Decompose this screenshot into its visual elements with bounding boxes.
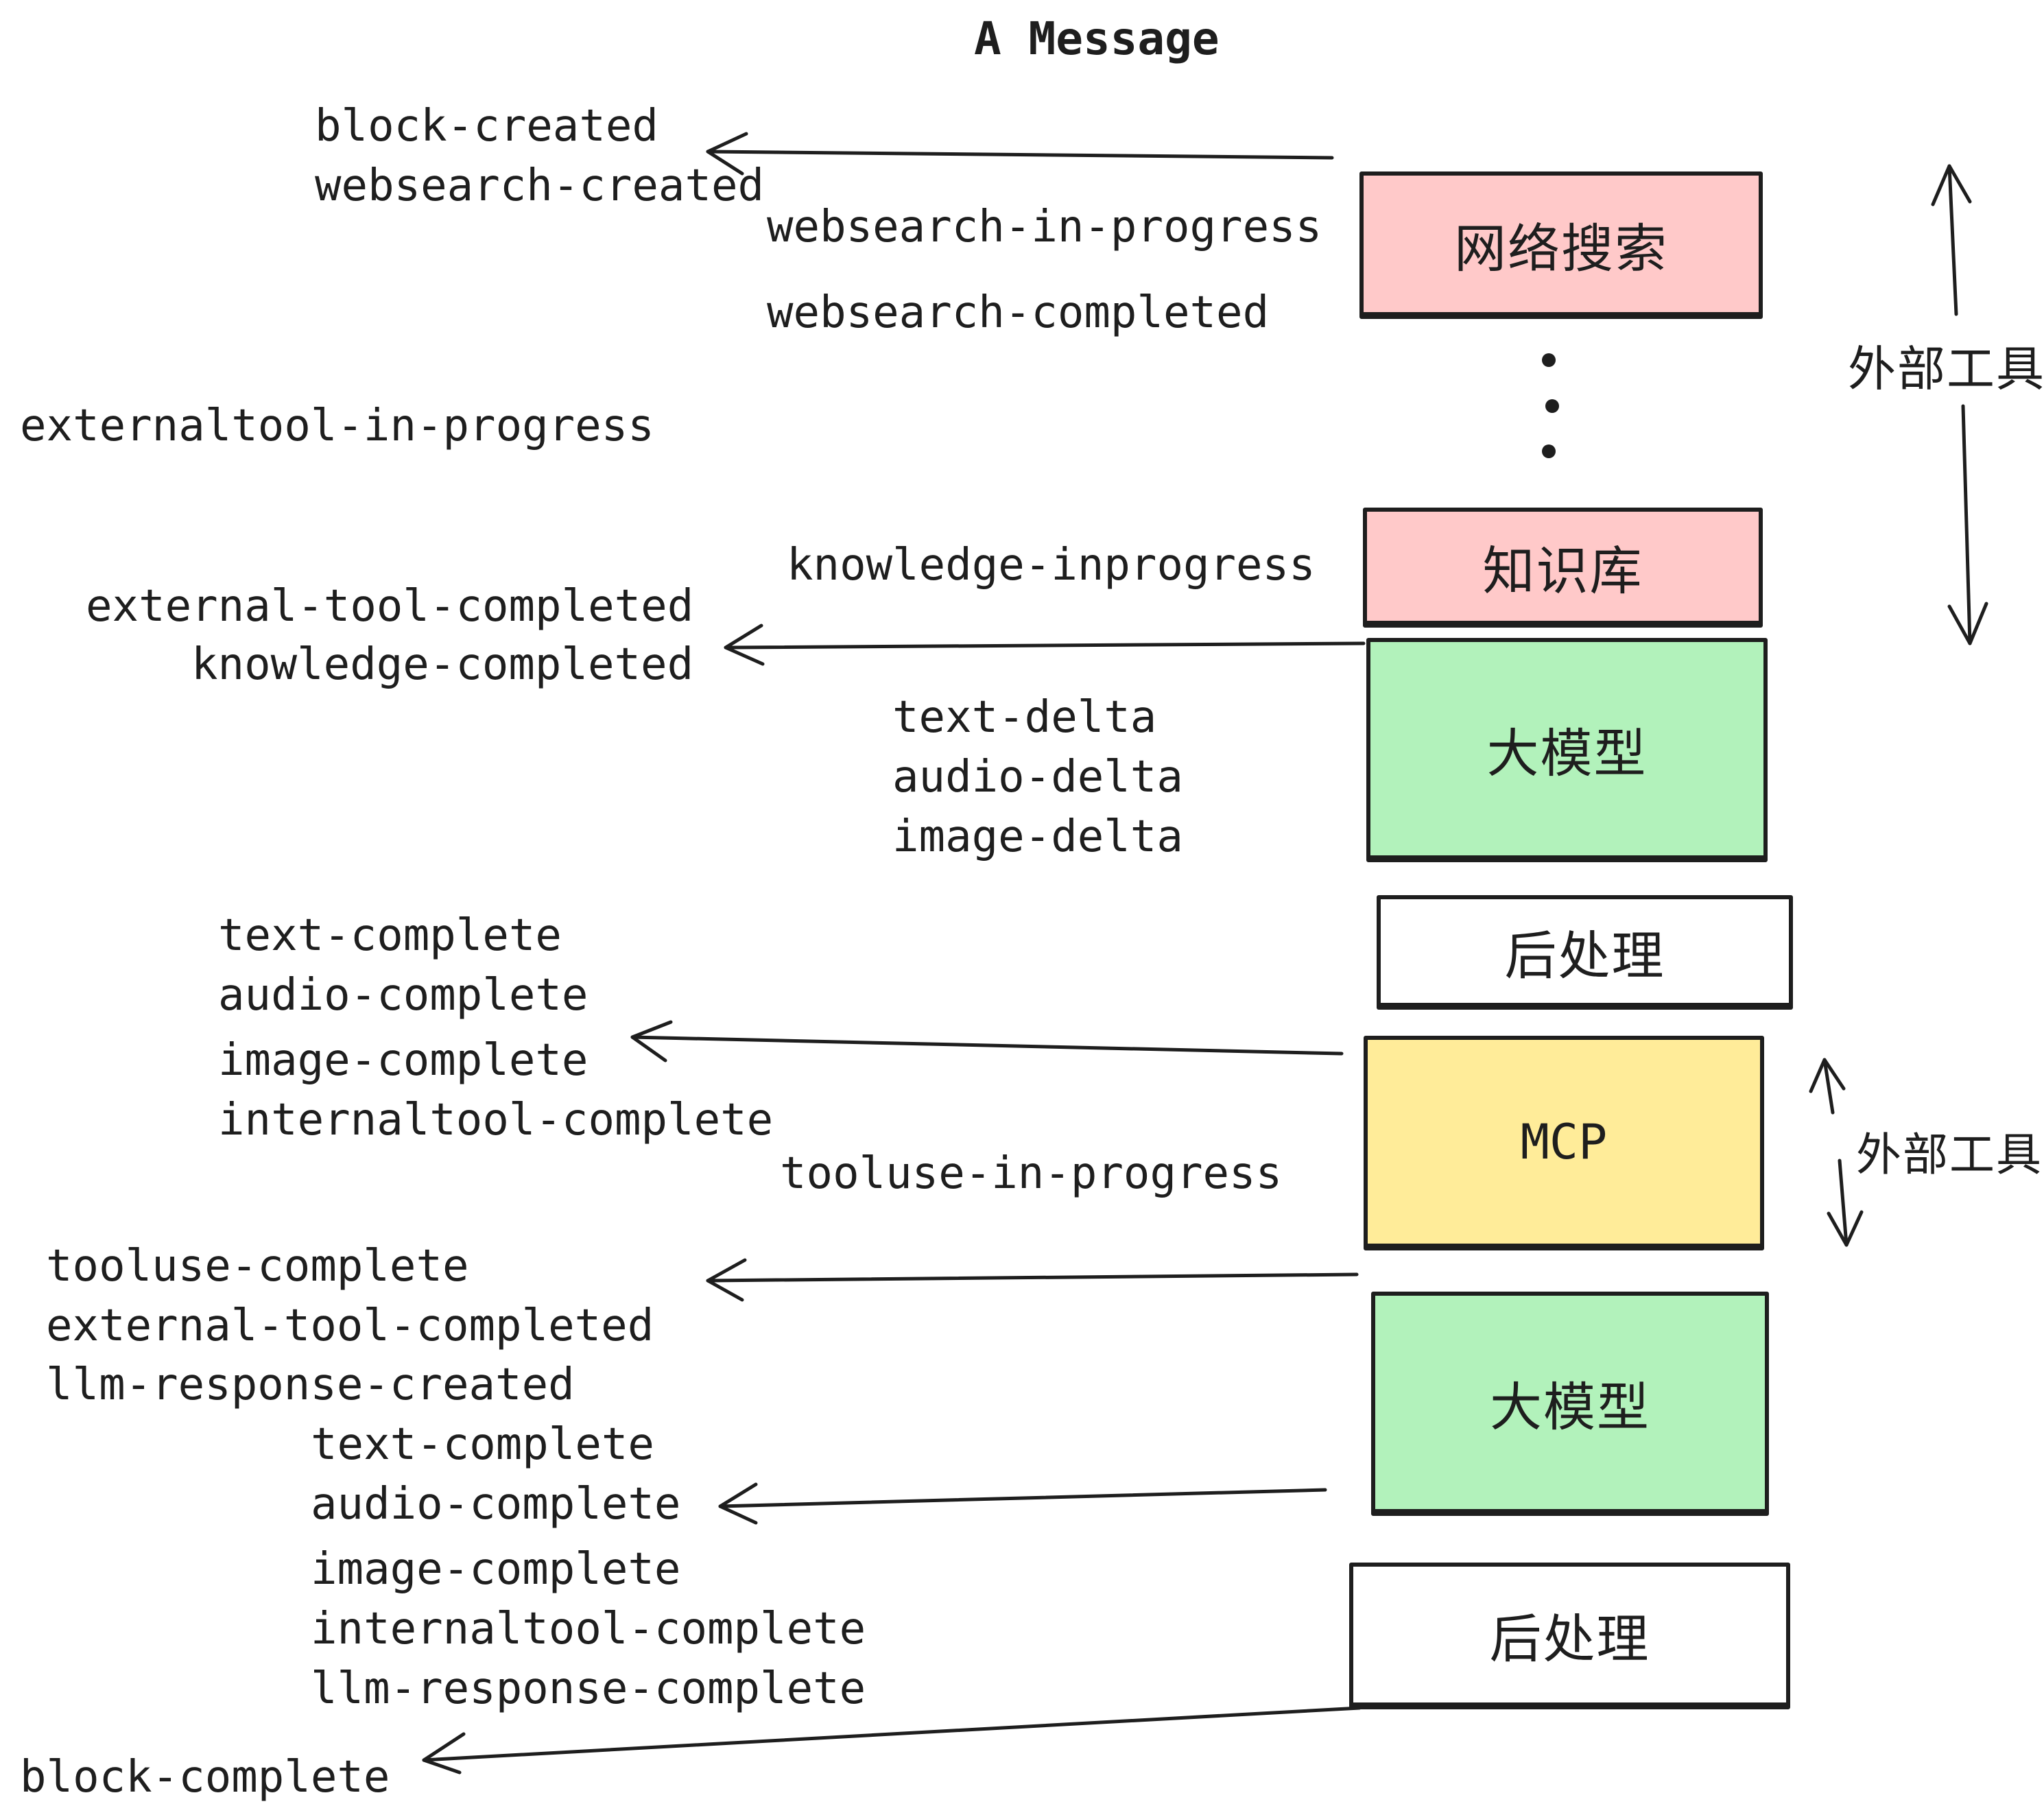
event-text-complete-2: text-complete	[311, 1419, 654, 1470]
event-llm-response-complete: llm-response-complete	[311, 1663, 866, 1714]
event-knowledge-inprogress: knowledge-inprogress	[787, 540, 1316, 591]
node-mcp: MCP	[1364, 1036, 1764, 1250]
event-external-tool-completed: external-tool-completed	[86, 581, 694, 632]
node-llm-1: 大模型	[1366, 638, 1768, 862]
arrow-to-audio-complete	[718, 1482, 1327, 1525]
node-llm-2-label: 大模型	[1490, 1378, 1650, 1437]
event-image-delta: image-delta	[892, 811, 1183, 862]
node-llm-1-label: 大模型	[1486, 724, 1648, 783]
event-internaltool-complete-2: internaltool-complete	[311, 1604, 866, 1654]
event-llm-response-created: llm-response-created	[46, 1360, 575, 1410]
event-knowledge-completed: knowledge-completed	[191, 639, 694, 690]
external-tools-up-arrow	[1931, 164, 1972, 316]
external-tools-label-1: 外部工具	[1848, 342, 2044, 396]
event-audio-complete-2: audio-complete	[311, 1479, 681, 1530]
arrow-to-knowledge-completed	[724, 624, 1366, 666]
event-text-complete: text-complete	[218, 910, 562, 961]
event-internaltool-complete: internaltool-complete	[218, 1095, 774, 1146]
node-knowledge-label: 知识库	[1482, 542, 1643, 601]
node-postprocess-1-label: 后处理	[1504, 927, 1665, 986]
event-tooluse-complete: tooluse-complete	[46, 1241, 469, 1292]
event-tooluse-in-progress: tooluse-in-progress	[780, 1148, 1283, 1199]
event-image-complete: image-complete	[218, 1035, 589, 1086]
node-websearch: 网络搜索	[1359, 171, 1763, 319]
diagram-title: A Message	[974, 12, 1220, 65]
event-websearch-completed: websearch-completed	[767, 287, 1270, 338]
event-audio-complete: audio-complete	[218, 970, 589, 1021]
event-block-complete: block-complete	[20, 1752, 390, 1803]
node-llm-2: 大模型	[1371, 1292, 1769, 1516]
event-image-complete-2: image-complete	[311, 1544, 681, 1595]
event-websearch-created: websearch-created	[315, 161, 765, 211]
event-external-tool-completed-2: external-tool-completed	[46, 1301, 654, 1351]
node-postprocess-2-label: 后处理	[1489, 1611, 1650, 1669]
external-tools2-up-arrow	[1809, 1058, 1846, 1115]
arrow-to-block-complete	[422, 1706, 1362, 1775]
event-websearch-in-progress: websearch-in-progress	[767, 202, 1322, 252]
node-knowledge: 知识库	[1363, 508, 1763, 628]
event-block-created: block-created	[315, 101, 658, 152]
arrow-to-tooluse-complete	[706, 1258, 1359, 1302]
node-mcp-label: MCP	[1520, 1113, 1608, 1170]
event-audio-delta: audio-delta	[892, 752, 1183, 803]
external-tools-label-2: 外部工具	[1856, 1129, 2043, 1180]
external-tools-down-arrow	[1947, 404, 1988, 645]
node-postprocess-2: 后处理	[1349, 1563, 1790, 1709]
arrow-to-image-complete	[630, 1020, 1344, 1063]
arrow-to-websearch-created	[706, 132, 1334, 176]
ellipsis-dots-icon	[1542, 353, 1559, 458]
node-websearch-label: 网络搜索	[1454, 219, 1668, 278]
event-externaltool-in-progress: externaltool-in-progress	[20, 401, 654, 451]
event-text-delta: text-delta	[892, 692, 1157, 743]
node-postprocess-1: 后处理	[1377, 895, 1793, 1010]
